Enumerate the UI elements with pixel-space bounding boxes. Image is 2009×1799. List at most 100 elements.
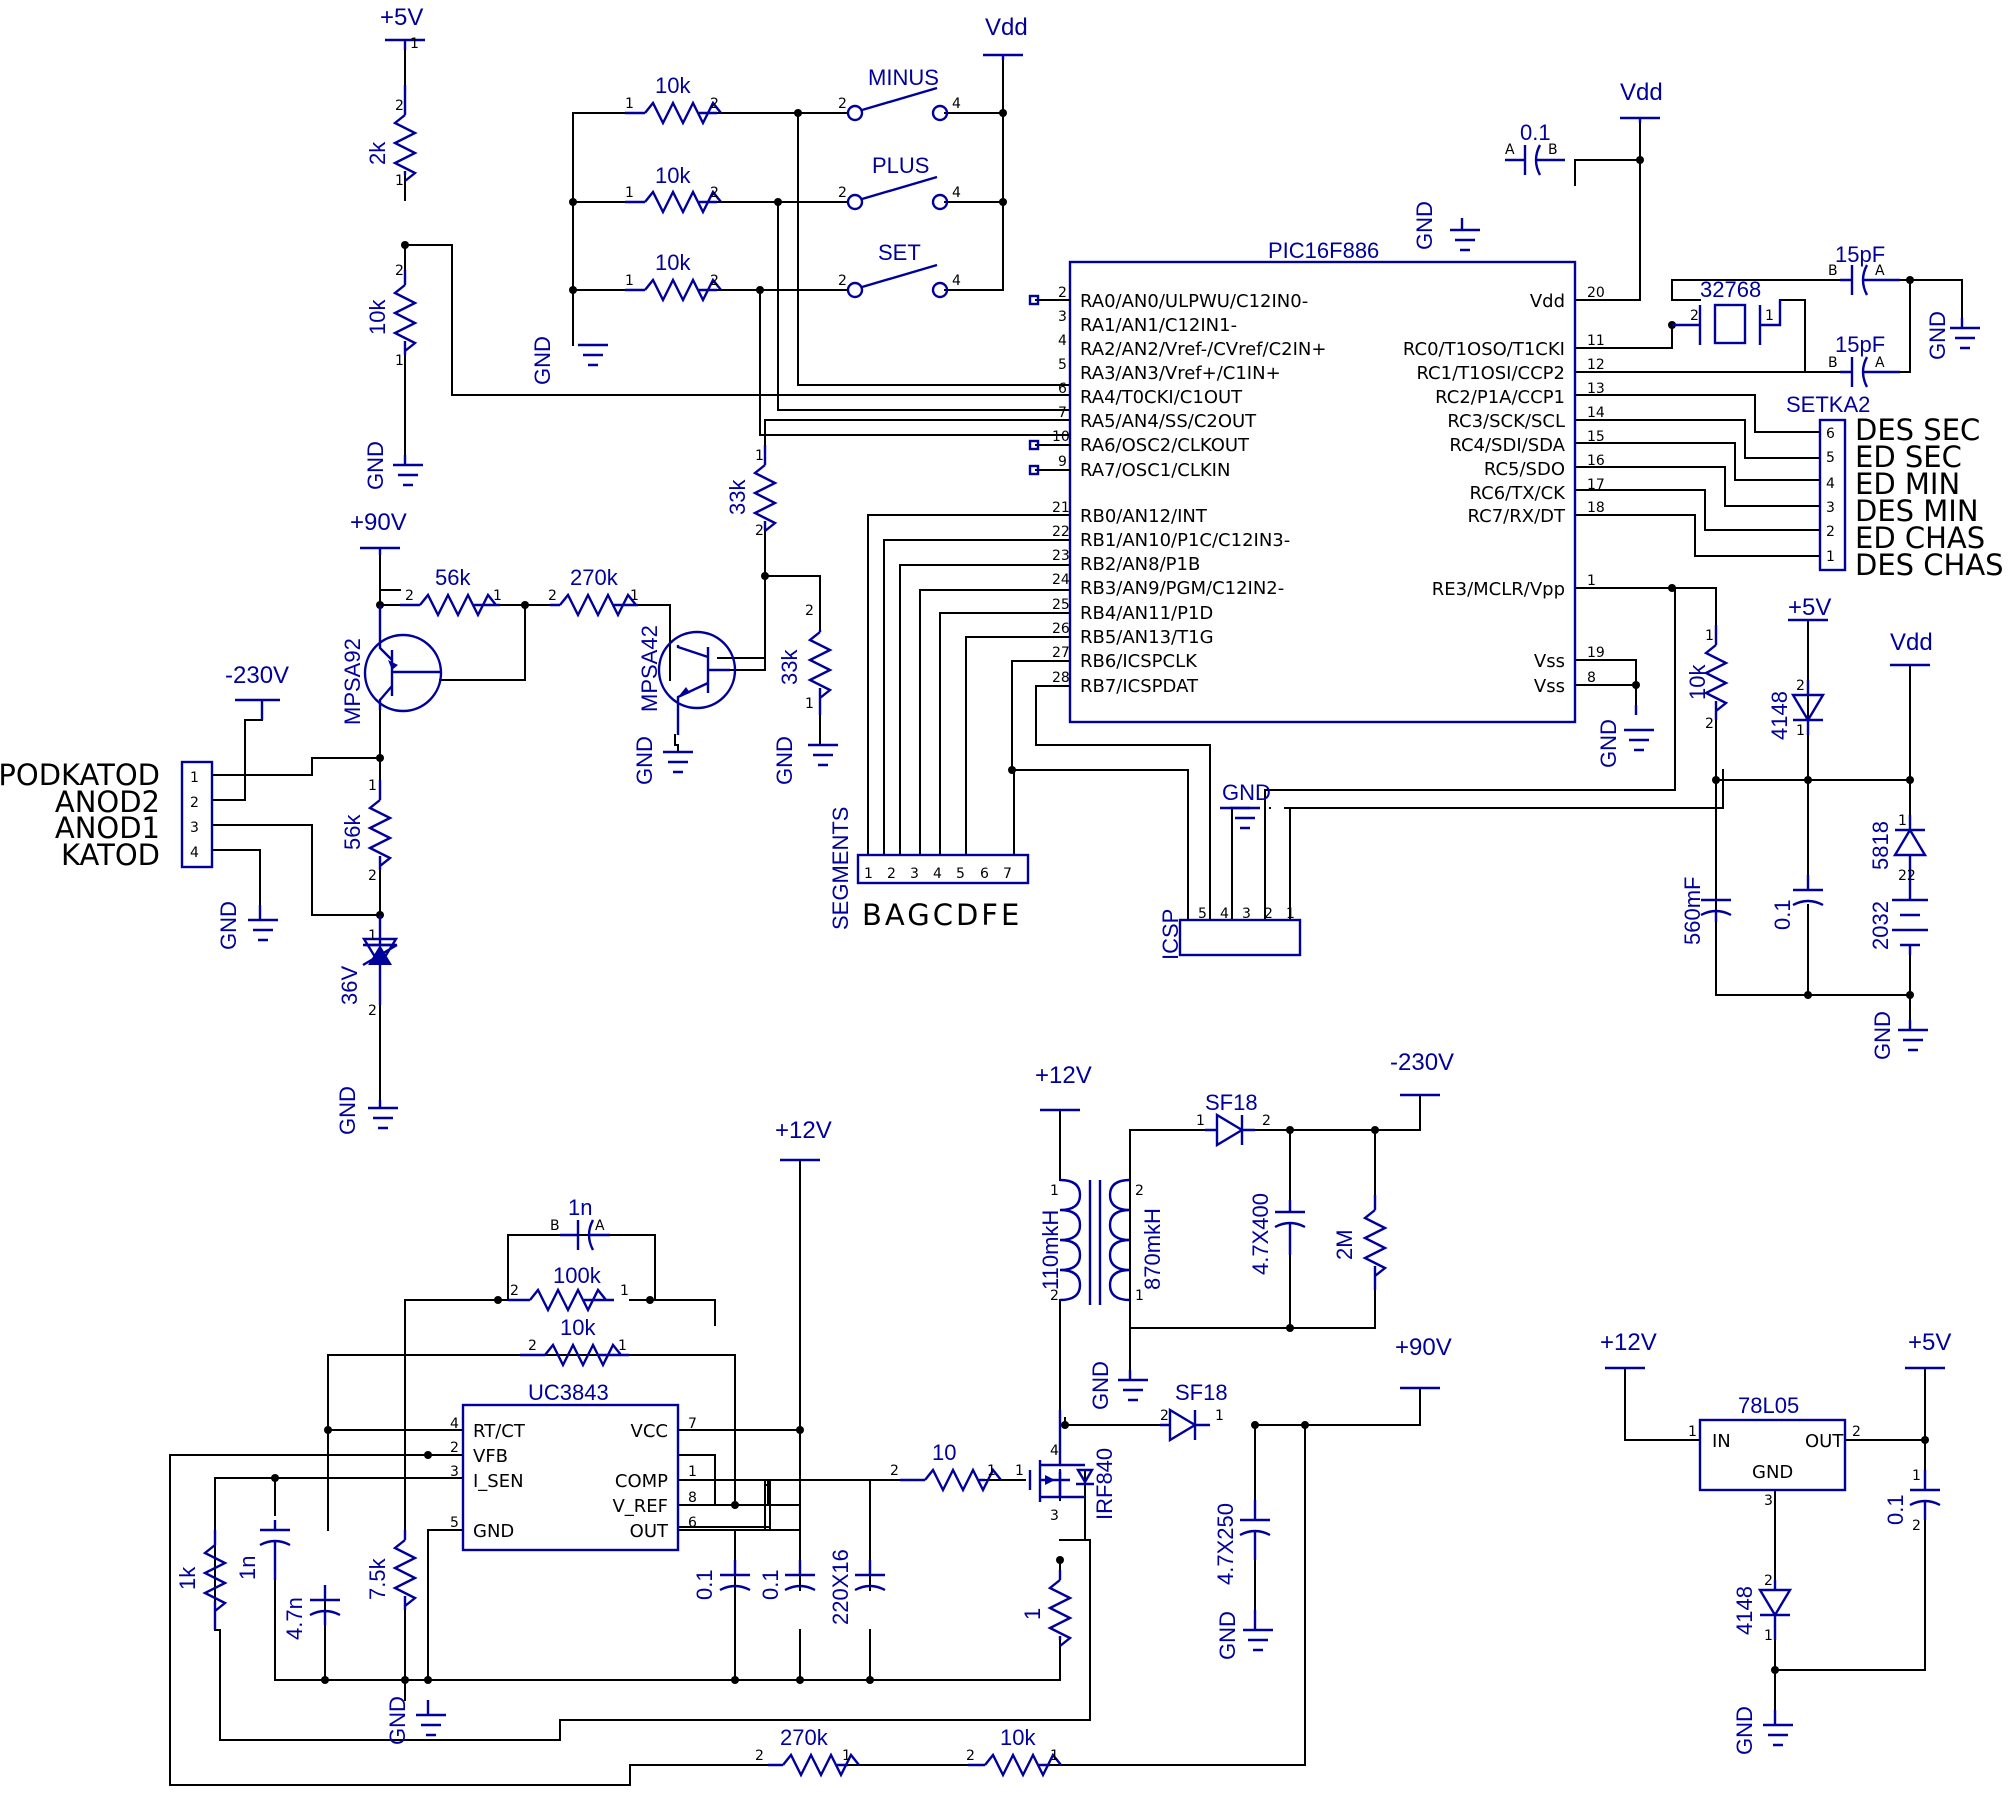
svg-text:3: 3 xyxy=(1242,906,1251,922)
svg-text:7: 7 xyxy=(1003,866,1012,882)
uc3843-title: UC3843 xyxy=(528,1380,609,1405)
capacitor-value: 4.7X250 xyxy=(1213,1503,1238,1585)
capacitor-value: 4.7n xyxy=(282,1597,307,1640)
lamp-connector-labels: PODKATOD ANOD2 ANOD1 KATOD xyxy=(0,758,160,872)
svg-text:2: 2 xyxy=(805,603,814,619)
svg-text:15: 15 xyxy=(1587,429,1605,445)
resistor-value: 2k xyxy=(365,141,390,165)
svg-text:ANOD1: ANOD1 xyxy=(55,811,160,845)
svg-text:3: 3 xyxy=(1058,309,1067,325)
svg-text:2: 2 xyxy=(1135,1183,1144,1199)
svg-text:5: 5 xyxy=(956,866,965,882)
svg-text:1: 1 xyxy=(1826,549,1835,565)
setka2-connector xyxy=(1818,418,1847,572)
resistor-value: 100k xyxy=(553,1263,602,1288)
resistor-value: 10k xyxy=(365,299,390,335)
svg-text:VFB: VFB xyxy=(473,1446,508,1467)
resistor-value: 270k xyxy=(780,1725,829,1750)
svg-text:B: B xyxy=(550,1218,560,1234)
uc3843-left-pins: RT/CT VFB I_SEN GND 4 2 3 5 xyxy=(450,1416,526,1542)
resistor-symbols xyxy=(202,85,1729,1778)
svg-text:1: 1 xyxy=(395,353,404,369)
gnd-label: GND xyxy=(1925,311,1950,360)
svg-text:A: A xyxy=(1875,263,1885,279)
svg-text:6: 6 xyxy=(1058,381,1067,397)
svg-text:25: 25 xyxy=(1052,597,1070,613)
gnd-label: GND xyxy=(335,1086,360,1135)
svg-text:27: 27 xyxy=(1052,645,1070,661)
svg-text:7: 7 xyxy=(688,1416,697,1432)
svg-text:1: 1 xyxy=(688,1464,697,1480)
svg-text:6: 6 xyxy=(1826,426,1835,442)
svg-text:1: 1 xyxy=(1015,1463,1024,1479)
svg-text:1: 1 xyxy=(395,173,404,189)
supply-label-12v: +12V xyxy=(1035,1062,1092,1089)
svg-text:19: 19 xyxy=(1587,645,1605,661)
gnd-label: GND xyxy=(1870,1011,1895,1060)
svg-text:2: 2 xyxy=(755,1748,764,1764)
svg-text:RB5/AN13/T1G: RB5/AN13/T1G xyxy=(1080,627,1214,648)
lamp-connector xyxy=(180,760,214,869)
svg-text:1: 1 xyxy=(1796,723,1805,739)
svg-text:1: 1 xyxy=(1196,1113,1205,1129)
svg-text:RB7/ICSPDAT: RB7/ICSPDAT xyxy=(1080,676,1199,697)
svg-text:RE3/MCLR/Vpp: RE3/MCLR/Vpp xyxy=(1432,579,1565,600)
svg-text:1: 1 xyxy=(368,928,377,944)
uc3843-right-pins: VCC COMP V_REF OUT 7 1 8 6 xyxy=(612,1416,697,1542)
diode-value: SF18 xyxy=(1205,1090,1258,1115)
diode-value: 4148 xyxy=(1732,1586,1757,1635)
capacitor-value: 1n xyxy=(235,1556,260,1580)
svg-text:1: 1 xyxy=(625,185,634,201)
svg-text:1: 1 xyxy=(618,1338,627,1354)
svg-text:22: 22 xyxy=(1052,524,1070,540)
svg-text:1: 1 xyxy=(1050,1748,1059,1764)
svg-text:9: 9 xyxy=(1058,454,1067,470)
svg-text:2: 2 xyxy=(548,588,557,604)
capacitor-value: 0.1 xyxy=(1770,899,1795,930)
mcu-right-pin-numbers: 20 11 12 13 14 15 16 17 18 1 19 8 xyxy=(1587,285,1605,686)
svg-text:1: 1 xyxy=(1135,1288,1144,1304)
resistor-value: 56k xyxy=(340,814,365,850)
svg-text:4: 4 xyxy=(1058,333,1067,349)
svg-text:RC7/RX/DT: RC7/RX/DT xyxy=(1468,506,1566,527)
switch-label-minus: MINUS xyxy=(868,65,939,90)
svg-text:1: 1 xyxy=(842,1748,851,1764)
svg-text:5: 5 xyxy=(1826,450,1835,466)
segments-connector xyxy=(856,853,1030,885)
uc3843-body xyxy=(461,1403,680,1552)
svg-text:26: 26 xyxy=(1052,621,1070,637)
svg-text:2: 2 xyxy=(710,273,719,289)
mcu-title: PIC16F886 xyxy=(1268,238,1379,263)
setka2-labels: DES SEC ED SEC ED MIN DES MIN ED CHAS DE… xyxy=(1855,413,2004,582)
gnd-label: GND xyxy=(1222,780,1271,805)
mcu-left-pin-labels: RA0/AN0/ULPWU/C12IN0- RA1/AN1/C12IN1- RA… xyxy=(1080,291,1326,697)
svg-text:2: 2 xyxy=(838,185,847,201)
svg-text:RB4/AN11/P1D: RB4/AN11/P1D xyxy=(1080,603,1213,624)
resistor-value: 33k xyxy=(777,649,802,685)
diode-value: 4148 xyxy=(1767,691,1792,740)
gnd-label: GND xyxy=(530,336,555,385)
svg-text:7: 7 xyxy=(1058,405,1067,421)
svg-text:2: 2 xyxy=(395,263,404,279)
switch-symbols xyxy=(846,86,949,299)
supply-label-vdd: Vdd xyxy=(1890,629,1933,656)
svg-text:A: A xyxy=(1505,142,1515,158)
svg-text:1: 1 xyxy=(1705,628,1714,644)
svg-text:RA7/OSC1/CLKIN: RA7/OSC1/CLKIN xyxy=(1080,460,1230,481)
gnd-label: GND xyxy=(363,441,388,490)
svg-text:23: 23 xyxy=(1052,548,1070,564)
svg-text:Vss: Vss xyxy=(1534,651,1565,672)
capacitor-value: 15pF xyxy=(1835,332,1885,357)
supply-label-12v: +12V xyxy=(1600,1329,1657,1356)
regulator-gnd-label: GND xyxy=(1752,1462,1793,1483)
setka2-pin-numbers: 6 5 4 3 2 1 xyxy=(1826,426,1835,565)
svg-text:18: 18 xyxy=(1587,500,1605,516)
svg-text:PODKATOD: PODKATOD xyxy=(0,758,160,792)
svg-text:14: 14 xyxy=(1587,405,1605,421)
svg-text:DES MIN: DES MIN xyxy=(1855,494,1979,528)
svg-text:RB0/AN12/INT: RB0/AN12/INT xyxy=(1080,506,1208,527)
svg-text:4: 4 xyxy=(450,1416,459,1432)
svg-text:10: 10 xyxy=(1052,429,1070,445)
capacitor-value: 4.7X400 xyxy=(1248,1193,1273,1275)
svg-text:2: 2 xyxy=(510,1283,519,1299)
